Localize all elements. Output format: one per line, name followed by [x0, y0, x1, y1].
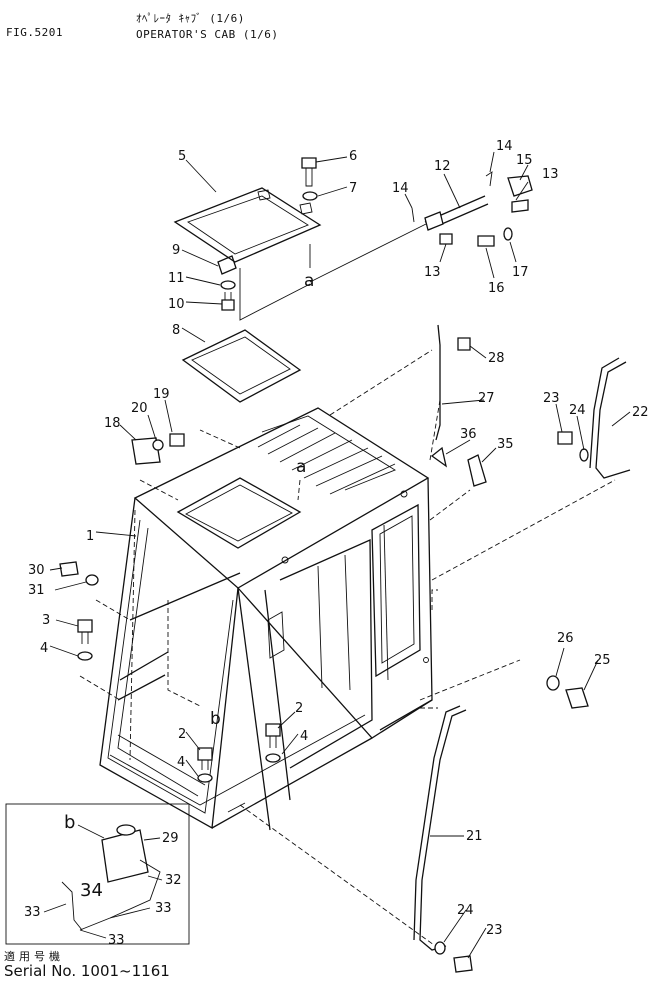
callout-31: 31	[28, 583, 45, 598]
callout-7: 7	[349, 181, 357, 196]
callout-19: 19	[153, 387, 170, 402]
callout-29: 29	[162, 831, 179, 846]
figure-number: FIG.5201	[6, 26, 63, 39]
callout-18: 18	[104, 416, 121, 431]
callout-5: 5	[178, 149, 186, 164]
callout-23: 23	[543, 391, 560, 406]
title-english: OPERATOR'S CAB (1/6)	[136, 28, 279, 41]
callout-33: 33	[108, 933, 125, 948]
serial-number-range: Serial No. 1001~1161	[4, 962, 170, 980]
callout-25: 25	[594, 653, 611, 668]
callout-36: 36	[460, 427, 477, 442]
callout-6: 6	[349, 149, 357, 164]
washer-tank-inset	[5, 803, 190, 945]
callout-8: 8	[172, 323, 180, 338]
callout-10: 10	[168, 297, 185, 312]
callout-1: 1	[86, 529, 94, 544]
callout-15: 15	[516, 153, 533, 168]
callout-33: 33	[155, 901, 172, 916]
roof-hatch-assembly	[173, 187, 322, 403]
callout-2: 2	[178, 727, 186, 742]
callout-34: 34	[80, 880, 103, 901]
reference-b-inset: b	[64, 812, 75, 833]
callout-14: 14	[392, 181, 409, 196]
callout-27: 27	[478, 391, 495, 406]
callout-22: 22	[632, 405, 649, 420]
callout-16: 16	[488, 281, 505, 296]
cab-frame	[99, 407, 433, 831]
callout-9: 9	[172, 243, 180, 258]
fasteners	[59, 157, 631, 973]
callout-24: 24	[457, 903, 474, 918]
callout-23: 23	[486, 923, 503, 938]
callout-20: 20	[131, 401, 148, 416]
serial-label: 適用号機	[4, 950, 64, 963]
callout-3: 3	[42, 613, 50, 628]
callout-labels: 1 2 2 3 4 4 4 5 6 7 8 9 10 11 12 13 13 1…	[24, 139, 649, 948]
callout-30: 30	[28, 563, 45, 578]
callout-4: 4	[40, 641, 48, 656]
callout-2: 2	[295, 701, 303, 716]
callout-4: 4	[300, 729, 308, 744]
callout-28: 28	[488, 351, 505, 366]
callout-24: 24	[569, 403, 586, 418]
reference-a-roof: a	[296, 457, 306, 477]
callout-33: 33	[24, 905, 41, 920]
title-japanese: ｵﾍﾟﾚｰﾀ ｷｬﾌﾞ (1/6)	[136, 12, 245, 25]
callout-14: 14	[496, 139, 513, 154]
callout-13: 13	[424, 265, 441, 280]
callout-4: 4	[177, 755, 185, 770]
callout-35: 35	[497, 437, 514, 452]
reference-b-cab: b	[210, 709, 221, 729]
callout-12: 12	[434, 159, 451, 174]
leader-lines	[43, 151, 631, 959]
callout-21: 21	[466, 829, 483, 844]
callout-17: 17	[512, 265, 529, 280]
callout-13: 13	[542, 167, 559, 182]
callout-26: 26	[557, 631, 574, 646]
callout-11: 11	[168, 271, 185, 286]
reference-a-top: a	[304, 271, 314, 291]
callout-32: 32	[165, 873, 182, 888]
